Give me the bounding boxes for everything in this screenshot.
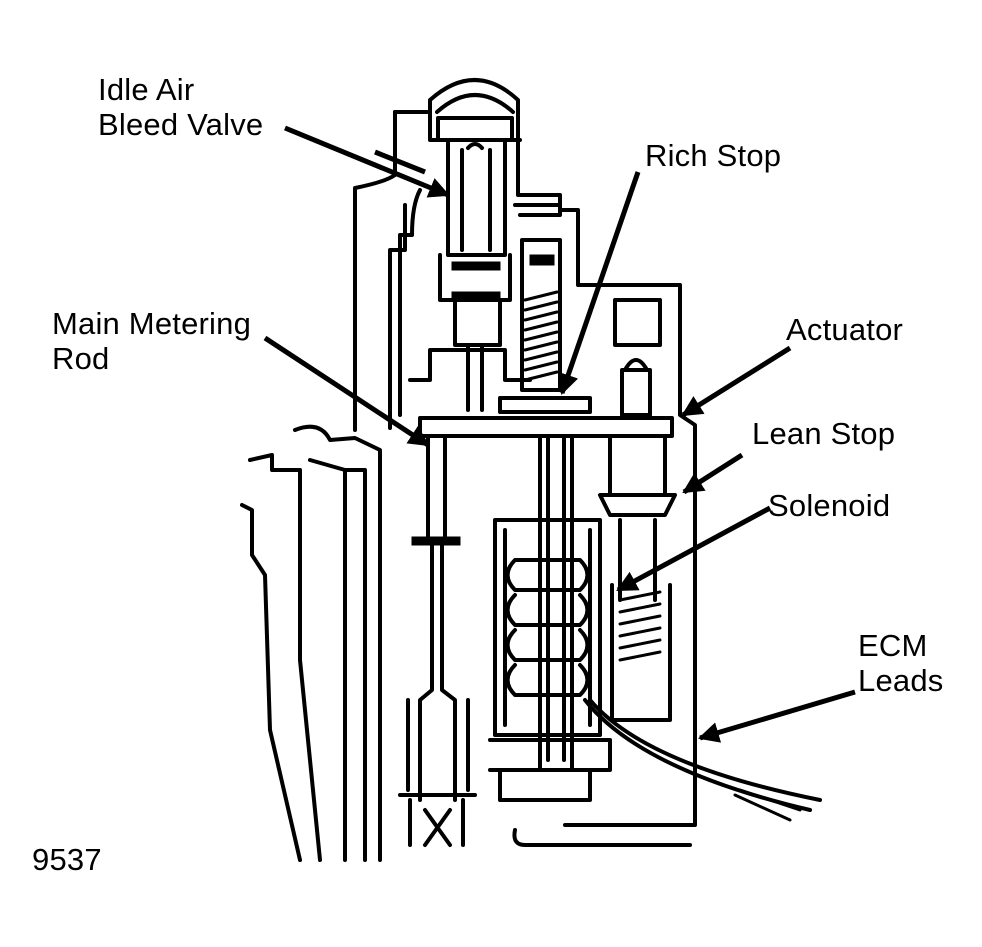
- label-actuator: Actuator: [786, 312, 904, 347]
- solenoid: [488, 518, 612, 802]
- label-lean-stop: Lean Stop: [752, 416, 896, 451]
- leader-arrows: [263, 125, 856, 743]
- actuator-leader: [681, 345, 792, 418]
- idle-air-bleed-valve-leader: [284, 125, 450, 198]
- ecm-leads-leader: [697, 689, 856, 743]
- label-idle-air-bleed-valve: Idle Air Bleed Valve: [98, 72, 263, 142]
- rich-stop-leader: [558, 171, 641, 395]
- lean-stop-leader: [682, 452, 744, 495]
- label-ecm-line1: ECM: [858, 628, 928, 663]
- label-ecm-leads: ECM Leads: [858, 628, 943, 698]
- main-metering-rod: [398, 434, 477, 847]
- solenoid-spring: [610, 583, 672, 722]
- label-main-metering-rod: Main Metering Rod: [52, 306, 251, 376]
- label-rod-line2: Rod: [52, 341, 110, 376]
- solenoid-plunger-plate: [418, 416, 674, 772]
- label-bleed-valve-line2: Bleed Valve: [98, 107, 264, 142]
- label-solenoid: Solenoid: [768, 488, 891, 523]
- label-rich-stop: Rich Stop: [645, 138, 782, 173]
- solenoid-leader: [616, 505, 772, 593]
- float-bowl-walls: [240, 424, 382, 862]
- ecm-leads-wires: [583, 698, 822, 822]
- label-leads-line2: Leads: [858, 663, 944, 698]
- idle-air-bleed-valve: [435, 93, 515, 412]
- label-idle-air-line1: Idle Air: [98, 72, 195, 107]
- main-metering-rod-leader: [263, 335, 430, 448]
- figure-number: 9537: [32, 842, 102, 877]
- actuator: [598, 298, 677, 602]
- label-main-metering-line1: Main Metering: [52, 306, 252, 341]
